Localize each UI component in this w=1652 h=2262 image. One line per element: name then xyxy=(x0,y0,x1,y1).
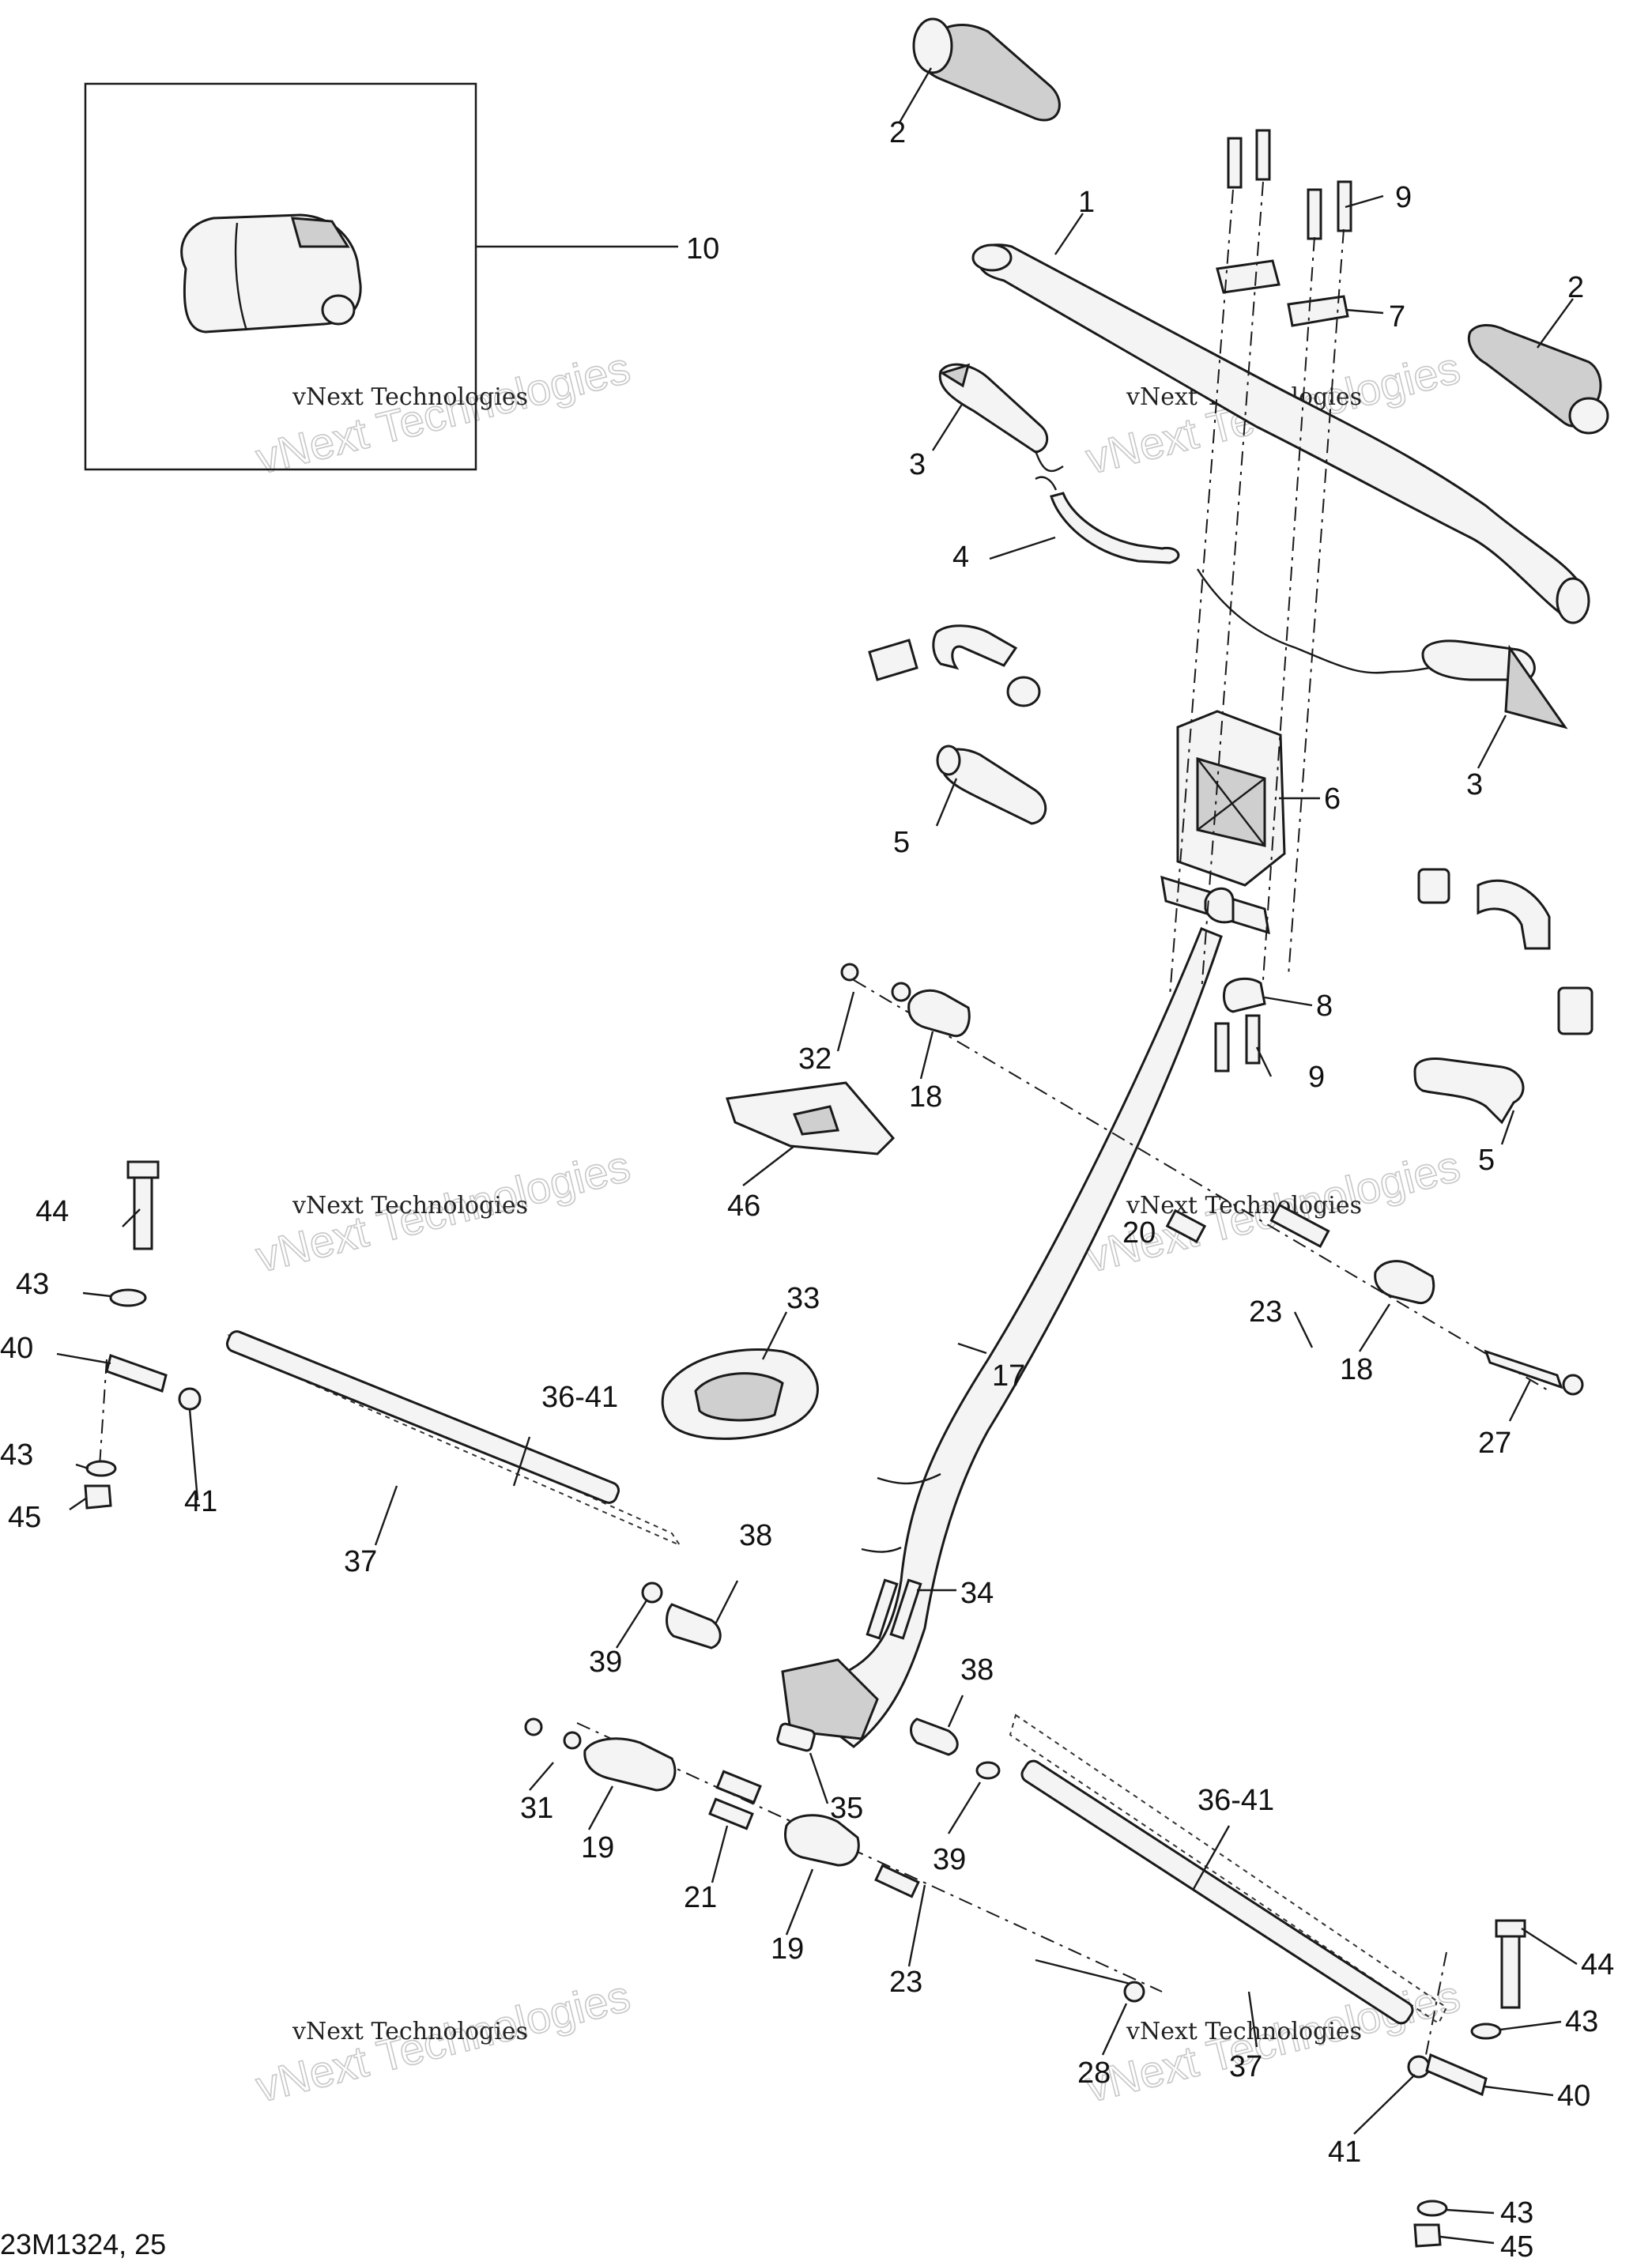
callout-17: 17 xyxy=(992,1359,1025,1393)
riser-block xyxy=(1160,710,1286,935)
lower-link-assembly xyxy=(524,1717,1145,2003)
upper-link-assembly xyxy=(840,963,1584,1396)
cover-33 xyxy=(661,1348,819,1440)
watermark-small-text: vNext Technologies xyxy=(1126,2018,1362,2045)
callout-6: 6 xyxy=(1324,782,1341,816)
callout-43: 43 xyxy=(16,1268,49,1301)
callout-21: 21 xyxy=(684,1881,717,1914)
sleeve-left xyxy=(938,363,1064,473)
leader-lines xyxy=(56,67,1578,2245)
inset-hand-guard xyxy=(84,82,678,471)
callout-41: 41 xyxy=(184,1485,217,1518)
steering-column xyxy=(781,927,1223,1748)
callout-40: 40 xyxy=(0,1332,33,1365)
callout-45: 45 xyxy=(8,1501,41,1534)
callouts: 2 1 9 7 2 10 3 4 3 6 5 8 9 5 32 18 46 20… xyxy=(0,116,1614,2262)
callout-18: 18 xyxy=(1340,1353,1373,1386)
fittings-left xyxy=(868,624,1041,707)
callout-19: 19 xyxy=(581,1831,614,1864)
callout-33: 33 xyxy=(786,1282,820,1315)
callout-36-41: 36-41 xyxy=(1198,1784,1274,1817)
callout-41: 41 xyxy=(1328,2136,1361,2169)
callout-4: 4 xyxy=(952,541,969,574)
callout-37: 37 xyxy=(344,1545,377,1578)
callout-36-41: 36-41 xyxy=(541,1381,618,1414)
bolts-9-top xyxy=(1227,129,1352,240)
grip-left xyxy=(912,17,1061,122)
callout-20: 20 xyxy=(1122,1216,1156,1250)
callout-9: 9 xyxy=(1395,181,1412,214)
callout-40: 40 xyxy=(1557,2079,1590,2113)
callout-23: 23 xyxy=(1249,1295,1282,1329)
callout-28: 28 xyxy=(1077,2057,1111,2090)
callout-32: 32 xyxy=(798,1042,832,1076)
tie-rod-right xyxy=(910,1713,1526,2248)
callout-38: 38 xyxy=(739,1519,772,1552)
callout-10: 10 xyxy=(686,232,719,266)
callout-5: 5 xyxy=(893,826,910,859)
callout-8: 8 xyxy=(1316,990,1333,1023)
watermark-big-text: vNext Technologies xyxy=(251,342,635,483)
callout-43: 43 xyxy=(0,1438,33,1472)
watermark-small-text: vNext Technologies xyxy=(292,383,528,411)
callout-44: 44 xyxy=(1581,1948,1614,1981)
callout-43: 43 xyxy=(1500,2196,1533,2230)
watermark-1: vNext Technologies xyxy=(251,341,636,484)
callout-38: 38 xyxy=(960,1653,994,1687)
bolts-9-bottom xyxy=(1214,1014,1261,1073)
callout-45: 45 xyxy=(1500,2230,1533,2262)
bolts-34 xyxy=(866,1578,922,1640)
callout-18: 18 xyxy=(909,1080,942,1114)
bend-left-5 xyxy=(936,745,1047,825)
callout-43: 43 xyxy=(1565,2005,1598,2038)
callout-3: 3 xyxy=(909,448,926,481)
callout-39: 39 xyxy=(589,1646,622,1679)
callout-31: 31 xyxy=(520,1792,553,1825)
grip-right xyxy=(1467,324,1609,435)
callout-5: 5 xyxy=(1478,1144,1495,1177)
callout-37: 37 xyxy=(1229,2050,1262,2083)
callout-9: 9 xyxy=(1308,1061,1325,1094)
callout-27: 27 xyxy=(1478,1427,1511,1460)
callout-23: 23 xyxy=(889,1966,922,1999)
upper-clamps-7 xyxy=(1216,259,1349,327)
callout-34: 34 xyxy=(960,1577,994,1610)
callout-2: 2 xyxy=(889,116,906,149)
plate-46 xyxy=(726,1081,896,1156)
watermark-small-text: vNext Technologies xyxy=(1126,1192,1362,1220)
callout-46: 46 xyxy=(727,1189,760,1223)
callout-2: 2 xyxy=(1567,271,1584,304)
handlebar xyxy=(971,243,1590,624)
callout-7: 7 xyxy=(1389,300,1405,334)
callout-1: 1 xyxy=(1078,186,1095,219)
callout-19: 19 xyxy=(771,1932,804,1966)
callout-44: 44 xyxy=(36,1195,69,1228)
wire-4 xyxy=(1035,476,1180,564)
watermark-small-text: vNext Technologies xyxy=(292,1192,528,1220)
sleeve-right xyxy=(1196,568,1568,729)
callout-35: 35 xyxy=(830,1792,863,1825)
watermark-small-text: vNext Technologies xyxy=(292,2018,528,2045)
callout-39: 39 xyxy=(933,1843,966,1876)
tie-rod-left xyxy=(84,1160,722,1649)
callout-3: 3 xyxy=(1466,768,1483,801)
drawing-code: 23M1324, 25 xyxy=(0,2228,166,2260)
clamp-8 xyxy=(1222,977,1266,1013)
assembly-axes xyxy=(98,181,1550,2072)
fittings-right xyxy=(1413,868,1594,1125)
